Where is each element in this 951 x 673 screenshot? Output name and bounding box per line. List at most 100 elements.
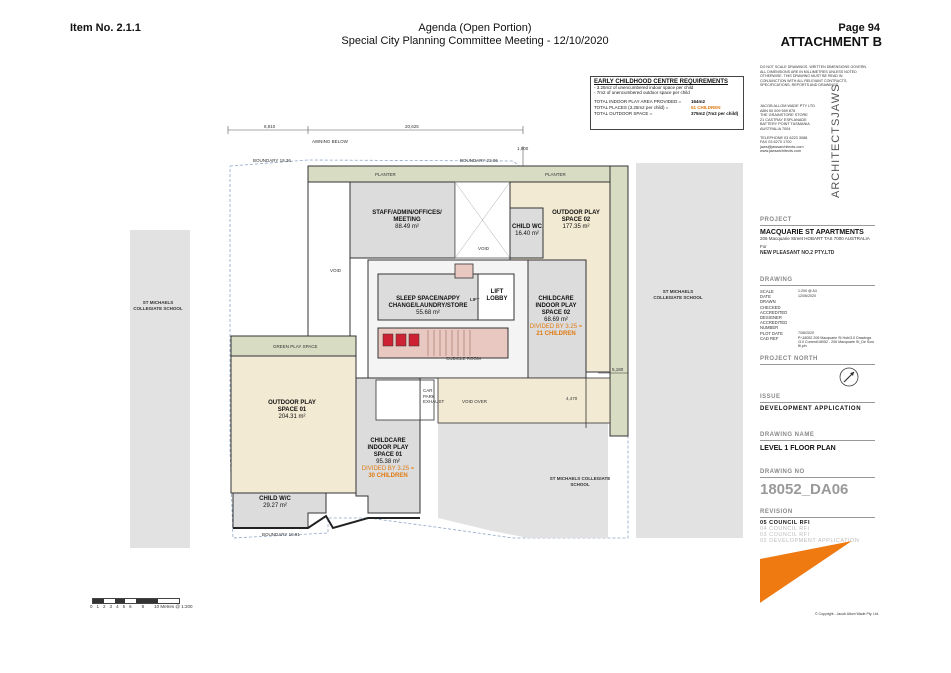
revision-current: 05 COUNCIL RFI bbox=[760, 520, 810, 526]
info-row: ACCREDITED DESIGNER bbox=[760, 310, 875, 320]
meeting-title: Special City Planning Committee Meeting … bbox=[341, 35, 609, 47]
scale-tick: 6 bbox=[129, 604, 132, 609]
north-section: PROJECT NORTH bbox=[760, 356, 875, 368]
planter-right bbox=[609, 165, 629, 437]
page-number: Page 94 bbox=[838, 22, 880, 34]
green-play-label: GREEN PLAY SPACE bbox=[273, 344, 318, 349]
car-park-label: CAR PARK EXHAUST bbox=[423, 388, 445, 404]
room-name: CHILDCARE INDOOR PLAY SPACE 02 bbox=[535, 296, 577, 316]
copyright: © Copyright - Jacob Allom Wade Pty. Ltd. bbox=[815, 612, 880, 616]
room-area: 29.27 m² bbox=[263, 503, 287, 509]
boundary-top-left: BOUNDARY 19.36 bbox=[253, 158, 291, 163]
firm-line: FAX 03 6270 1700 bbox=[760, 140, 792, 145]
room-name: LIFT LOBBY bbox=[486, 289, 508, 302]
school-building-bottom bbox=[438, 423, 608, 538]
info-key: ACCREDITED NUMBER bbox=[760, 320, 788, 331]
project-name: MACQUARIE ST APARTMENTS bbox=[760, 229, 864, 236]
awning-label: AWNING BELOW bbox=[312, 139, 348, 144]
room-area: 204.31 m² bbox=[278, 414, 306, 420]
scale-bar bbox=[92, 598, 180, 604]
lift-label: LIFT bbox=[470, 297, 480, 302]
requirements-line-2: - 7m2 of unencumbered outdoor space per … bbox=[594, 90, 690, 95]
room-area: 95.38 m² bbox=[376, 459, 400, 465]
scale-tick: 1 bbox=[96, 604, 100, 609]
site-boundary bbox=[229, 159, 629, 539]
disclaimer: DO NOT SCALE DRAWINGS. WRITTEN DIMENSION… bbox=[760, 65, 868, 88]
drawing-number: 18052_DA06 bbox=[760, 481, 849, 498]
info-key: DRAWN bbox=[760, 299, 776, 305]
room-children: 30 CHILDREN bbox=[368, 473, 408, 479]
school-building-left bbox=[130, 230, 190, 548]
requirements-line-1: - 3.25m2 of unencumbered indoor space pe… bbox=[594, 85, 694, 90]
firm-line: JACOB ALLOM WADE PTY LTD bbox=[760, 104, 815, 108]
room-children: 21 CHILDREN bbox=[536, 331, 576, 337]
cubicle-label: CUBICLE ROOM bbox=[446, 356, 481, 361]
firm-line: BATTERY POINT TASMANIA bbox=[760, 122, 810, 127]
for-label: For bbox=[760, 243, 767, 249]
drawing-name-label: DRAWING NAME bbox=[760, 432, 815, 438]
drawing-no-section: DRAWING NO 18052_DA06 bbox=[760, 469, 875, 498]
dim-left: 8,910 bbox=[264, 124, 276, 129]
requirements-box: EARLY CHILDHOOD CENTRE REQUIREMENTS - 3.… bbox=[590, 76, 744, 130]
scale-tick: 8 bbox=[141, 604, 145, 609]
room-name: CHILDCARE INDOOR PLAY SPACE 01 bbox=[367, 438, 409, 458]
planter-right-label: PLANTER bbox=[545, 172, 566, 177]
void-over-label: VOID OVER bbox=[462, 399, 488, 404]
requirements-title: EARLY CHILDHOOD CENTRE REQUIREMENTS bbox=[594, 79, 729, 85]
scale-tick: 10 Metres @ 1:200 bbox=[154, 604, 193, 609]
info-row: DRAWN bbox=[760, 299, 875, 304]
info-key: CHECKED bbox=[760, 304, 781, 310]
firm-info: JACOB ALLOM WADE PTY LTD ABN 50 009 559 … bbox=[760, 104, 830, 154]
firm-line: ABN 50 009 559 876 bbox=[760, 108, 796, 113]
outdoor-play-01 bbox=[230, 355, 357, 494]
info-value: 1:200 @ A3 bbox=[798, 289, 817, 293]
revision-section: REVISION 05 COUNCIL RFI 04 COUNCIL RFI 0… bbox=[760, 509, 875, 544]
req-row-value: 375m2 (7m2 per child) bbox=[691, 111, 739, 116]
boundary-bottom: BOUNDARY 18.91 bbox=[262, 532, 300, 537]
client-name: NEW PLEASANT NO.2 PTY.LTD bbox=[760, 250, 835, 256]
void-over bbox=[437, 377, 611, 424]
north-label: PROJECT NORTH bbox=[760, 356, 818, 362]
planter-band bbox=[307, 165, 629, 183]
drawing-label: DRAWING bbox=[760, 277, 793, 283]
info-key: CAD REF bbox=[760, 335, 779, 341]
scale-tick: 0 bbox=[90, 604, 93, 609]
sleep-room bbox=[377, 273, 479, 321]
info-value: 12/06/2020 bbox=[798, 294, 816, 299]
void-left bbox=[307, 181, 351, 338]
school-building-right-lower bbox=[636, 368, 743, 538]
dim-4470: 4,470 bbox=[566, 396, 578, 401]
floor-plan bbox=[130, 126, 743, 548]
req-row-label: TOTAL OUTDOOR SPACE = bbox=[594, 111, 653, 116]
info-key: ACCREDITED DESIGNER bbox=[760, 309, 788, 321]
firm-line: AUSTRALIA 7004 bbox=[760, 126, 791, 131]
school-building-right bbox=[636, 163, 743, 368]
scale-tick: 3 bbox=[109, 604, 113, 609]
project-section: PROJECT MACQUARIE ST APARTMENTS 206 Macq… bbox=[760, 217, 875, 257]
planter-top-label: PLANTER bbox=[375, 172, 396, 177]
project-label: PROJECT bbox=[760, 217, 792, 223]
room-divided: DIVIDED BY 3.25 = bbox=[529, 324, 583, 330]
dim-right: 20,625 bbox=[405, 124, 419, 129]
info-key: PLOT DATE bbox=[760, 330, 783, 336]
drawing-name: LEVEL 1 FLOOR PLAN bbox=[760, 445, 836, 452]
firm-line: jaws@jawsarchitects.com bbox=[760, 144, 804, 149]
firm-line: TELEPHONE 03 6223 3088 bbox=[760, 135, 808, 140]
req-row-label: TOTAL PLACES (3.25m2 per child) = bbox=[594, 105, 669, 110]
room-area: 68.69 m² bbox=[544, 317, 568, 323]
north-arrow-icon bbox=[839, 367, 859, 387]
firm-line: 21 CASTRAY ESPLANADE bbox=[760, 117, 807, 122]
room-name: CHILD W/C bbox=[259, 496, 291, 502]
void-mid-label: VOID bbox=[478, 246, 490, 251]
room-area: 16.40 m² bbox=[515, 231, 539, 237]
req-row-value: 164m2 bbox=[691, 99, 706, 104]
issue-label: ISSUE bbox=[760, 394, 781, 400]
agenda-title: Agenda (Open Portion) bbox=[418, 22, 532, 34]
